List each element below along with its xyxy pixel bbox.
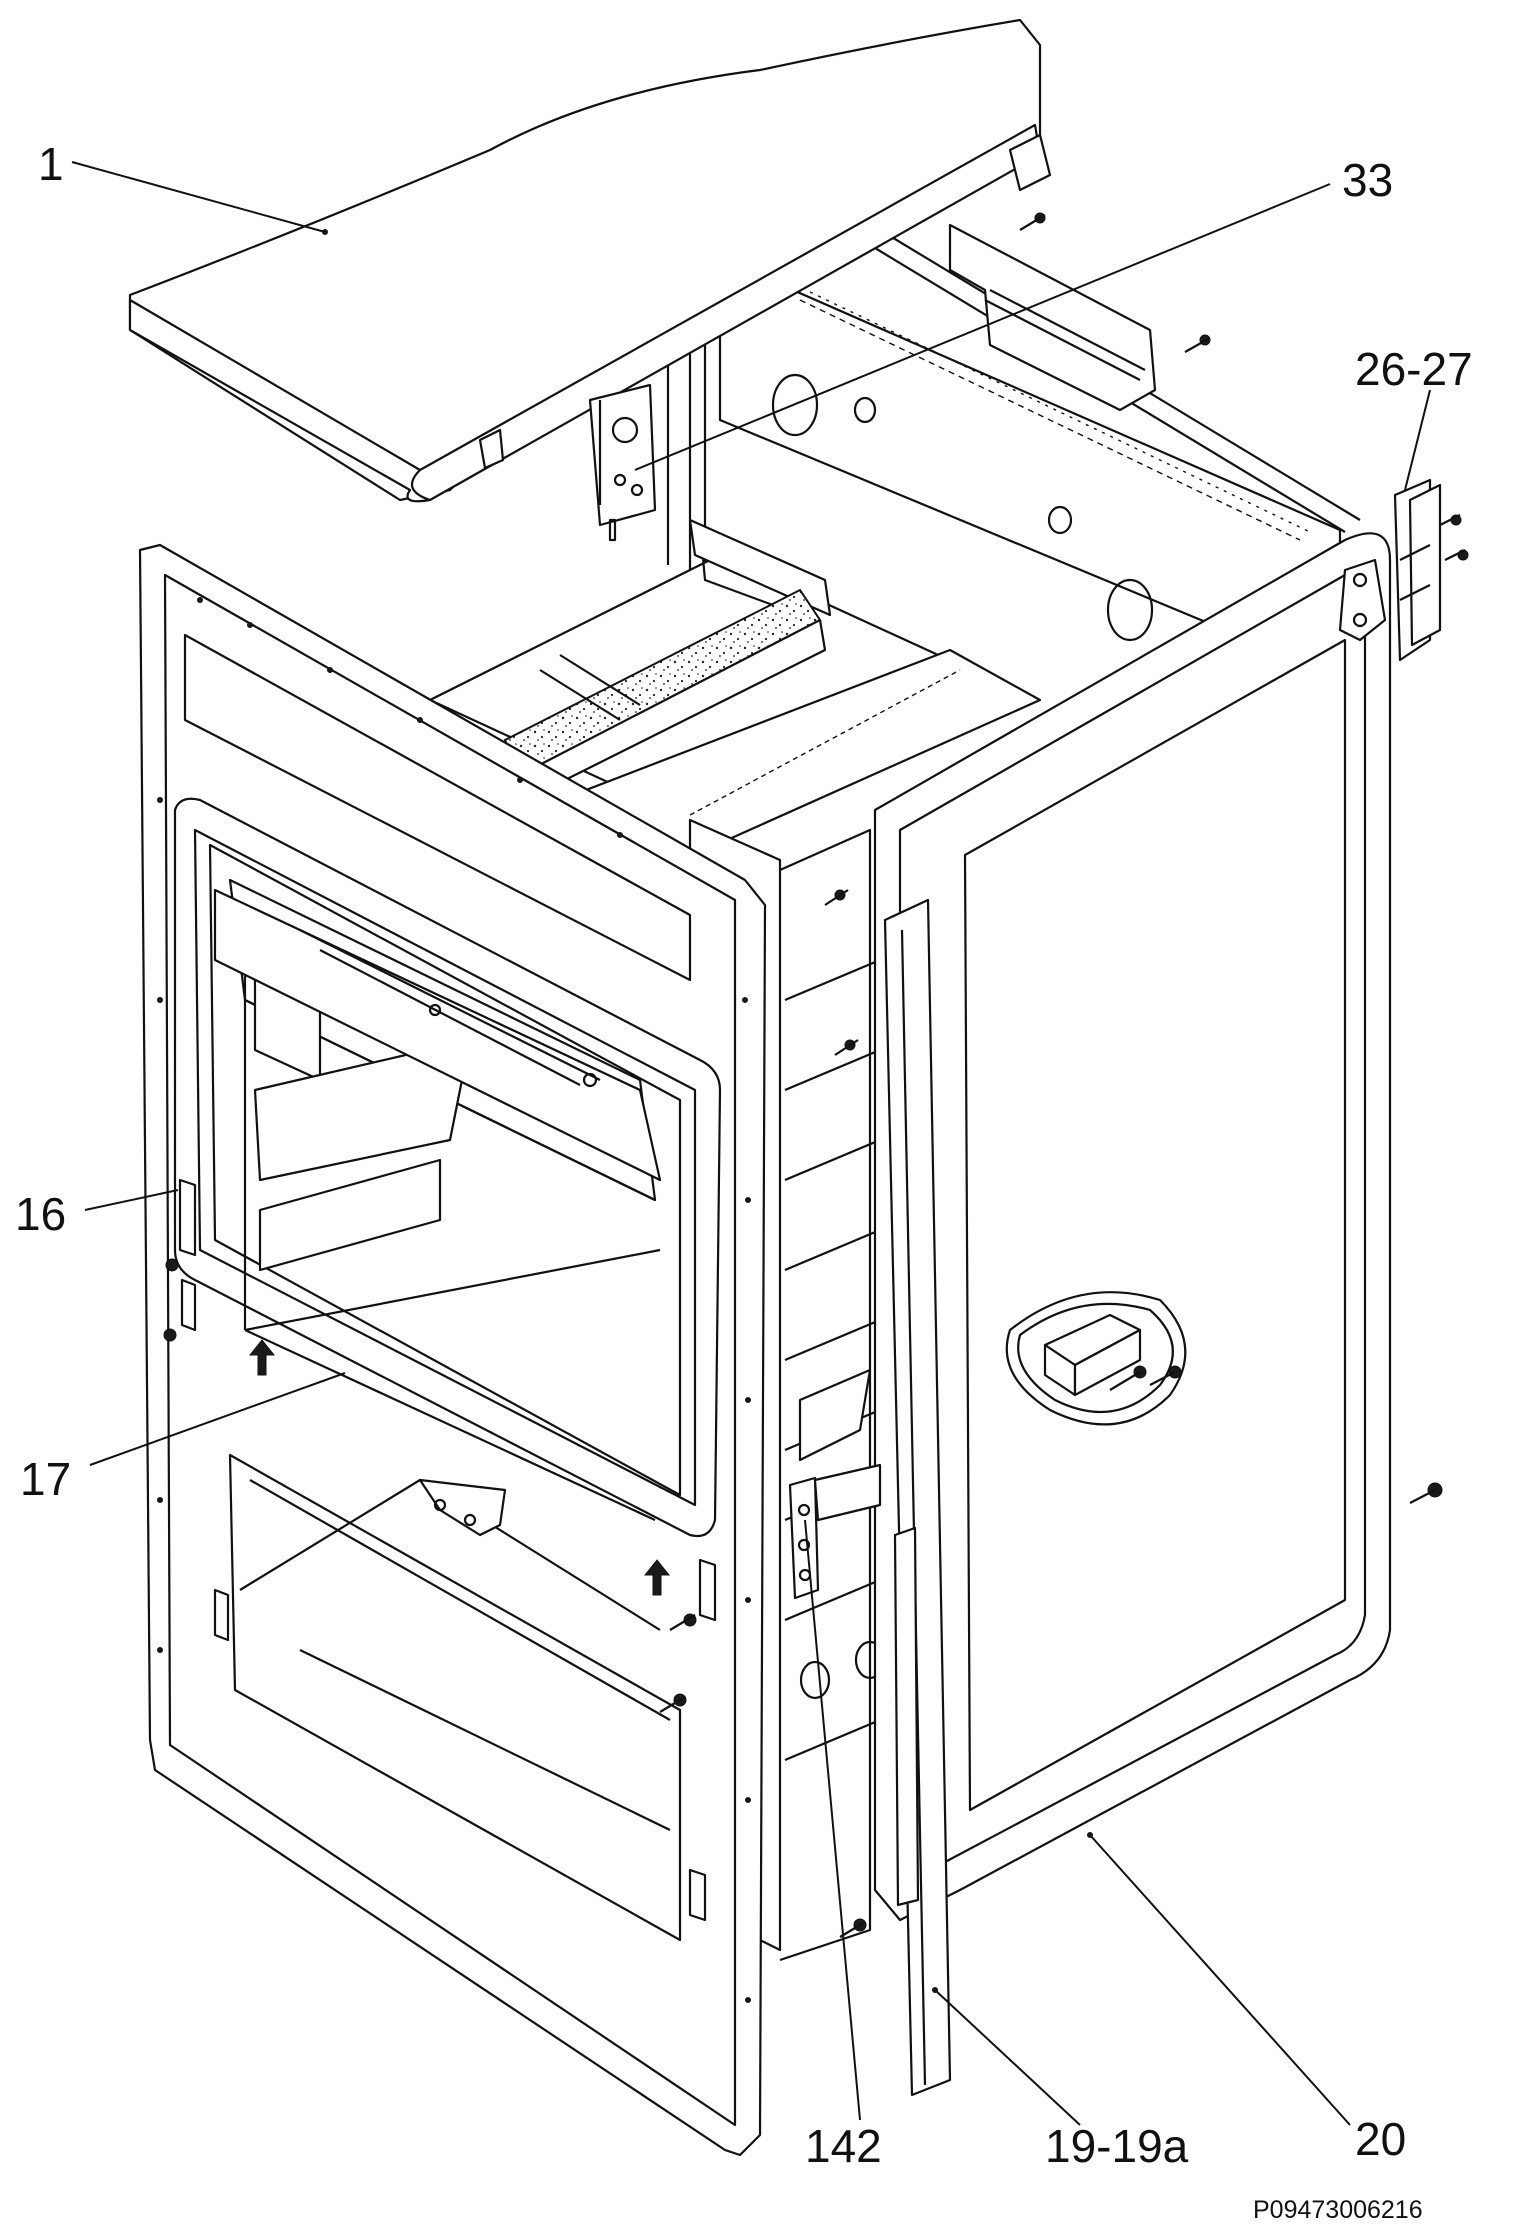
callout-labels: 1 33 26-27 16 17 142 19-19a 20 P09473006… xyxy=(15,138,1473,2224)
frame-screw-holes xyxy=(157,597,751,2003)
side-panel xyxy=(873,532,1443,1922)
top-cover xyxy=(128,18,1052,503)
top-mount-bracket xyxy=(588,383,657,542)
trim-strip xyxy=(839,898,952,2097)
leader-lines xyxy=(71,161,1431,2126)
drawing-code: P09473006216 xyxy=(1253,2196,1423,2224)
callout-19-19a: 19-19a xyxy=(1045,2120,1189,2172)
callout-33: 33 xyxy=(1342,154,1393,206)
hinge-support xyxy=(788,1463,882,1600)
callout-20: 20 xyxy=(1355,2113,1406,2165)
callout-17: 17 xyxy=(20,1453,71,1505)
callout-142: 142 xyxy=(805,2120,882,2172)
cabinet-shell xyxy=(666,212,1361,642)
callout-26-27: 26-27 xyxy=(1355,343,1473,395)
front-frame xyxy=(138,543,767,2157)
callout-1: 1 xyxy=(38,138,64,190)
hinge-bracket xyxy=(1393,478,1469,662)
callout-16: 16 xyxy=(15,1188,66,1240)
